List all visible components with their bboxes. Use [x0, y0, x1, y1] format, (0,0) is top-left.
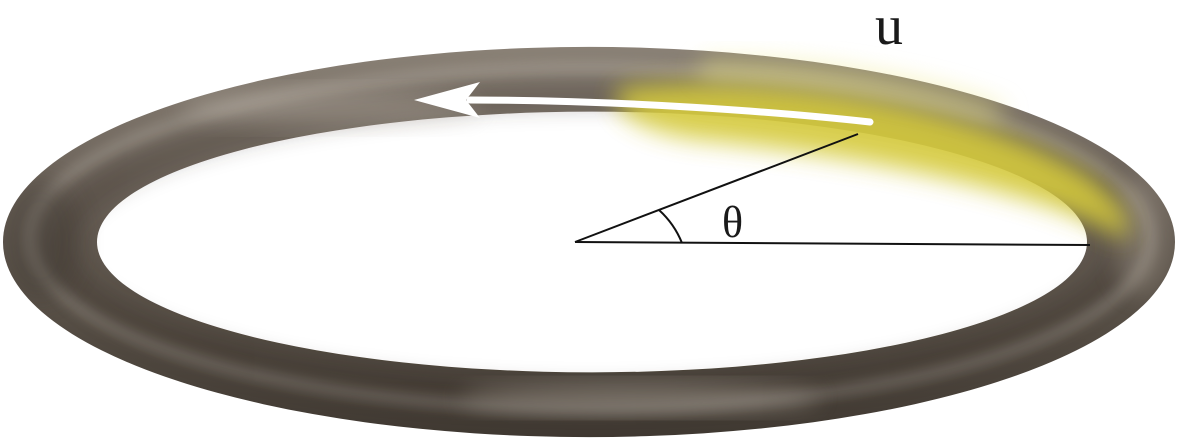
reference-axis-line	[575, 242, 1090, 245]
angle-arc	[659, 210, 682, 243]
radius-line	[575, 134, 858, 242]
angle-label: θ	[722, 198, 743, 247]
velocity-label: u	[875, 0, 903, 57]
